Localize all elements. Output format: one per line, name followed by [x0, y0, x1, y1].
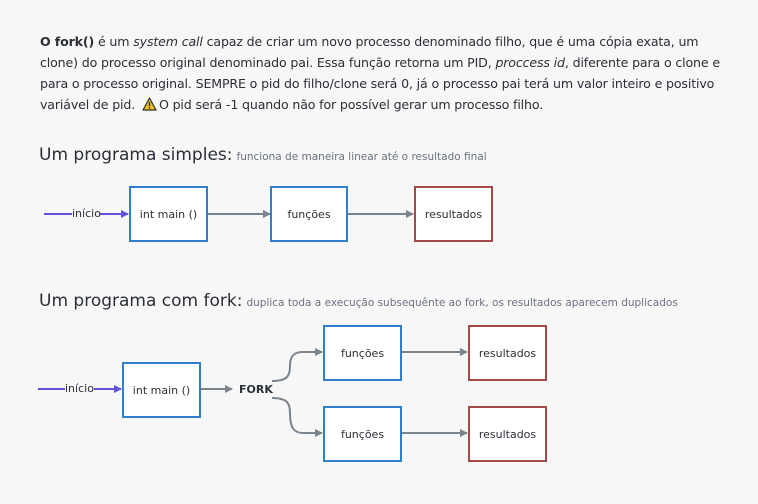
- intro-text-2: capaz de criar um novo processo denomina…: [40, 34, 699, 70]
- fork-bottom-results-box: resultados: [468, 406, 547, 462]
- simple-title-text: Um programa simples:: [39, 145, 233, 165]
- simple-start-label: início: [72, 207, 101, 220]
- simple-functions-box: funções: [270, 186, 348, 242]
- intro-text-3: , diferente para o clone e para o proces…: [40, 55, 720, 112]
- system-call-term: system call: [133, 34, 203, 49]
- simple-results-box: resultados: [414, 186, 493, 242]
- simple-main-box: int main (): [129, 186, 208, 242]
- intro-paragraph: O fork() é um system call capaz de criar…: [40, 31, 740, 117]
- intro-text-1: é um: [94, 34, 134, 49]
- proccess-id-term: proccess id: [495, 55, 565, 70]
- fork-main-box: int main (): [122, 362, 201, 418]
- simple-program-title: Um programa simples:funciona de maneira …: [39, 145, 487, 165]
- fork-label: FORK: [239, 383, 273, 396]
- fork-subtitle: duplica toda a execução subsequênte ao f…: [246, 297, 678, 309]
- warning-text: O pid será -1 quando não for possível ge…: [158, 97, 544, 112]
- fork-top-results-box: resultados: [468, 325, 547, 381]
- warning-triangle-icon: [142, 96, 157, 117]
- fork-bottom-functions-box: funções: [323, 406, 402, 462]
- fork-branch-top: [271, 348, 323, 382]
- simple-subtitle: funciona de maneira linear até o resulta…: [236, 151, 487, 163]
- fork-title-text: Um programa com fork:: [39, 291, 243, 311]
- fork-top-functions-box: funções: [323, 325, 402, 381]
- fork-branch-bottom: [271, 397, 323, 437]
- fork-term: O fork(): [40, 34, 95, 49]
- fork-start-label: início: [65, 382, 94, 395]
- fork-program-title: Um programa com fork:duplica toda a exec…: [39, 291, 678, 311]
